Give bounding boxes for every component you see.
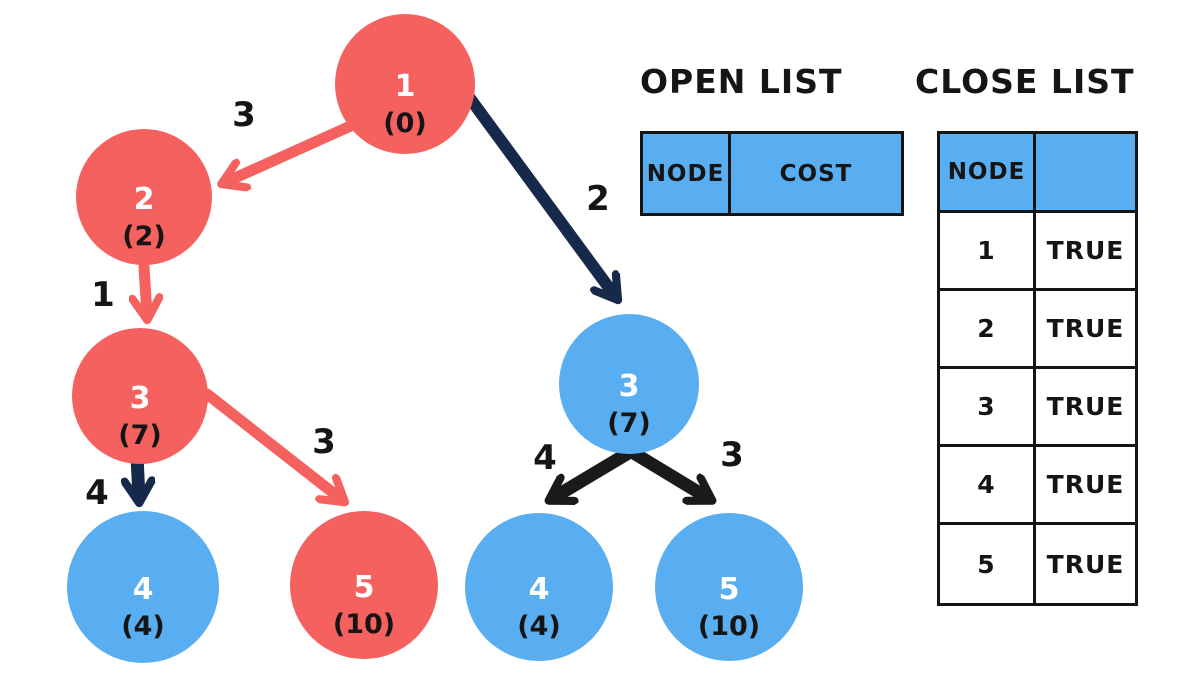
close-list-header-empty — [1036, 134, 1135, 213]
edge-3-5-weight: 3 — [312, 422, 336, 462]
node-3-blue-label: 3 — [619, 369, 640, 404]
node-3-blue-circle — [559, 314, 699, 454]
node-4-label: 4 — [133, 572, 154, 607]
close-list-cell-r3c2: TRUE — [1036, 369, 1135, 447]
edge-1-2 — [226, 118, 361, 182]
node-4-cost: (4) — [121, 611, 164, 642]
node-2-cost: (2) — [122, 221, 165, 252]
node-2-circle — [76, 129, 212, 265]
node-5-label: 5 — [354, 570, 375, 605]
node-4-blue: 4(4) — [465, 513, 613, 661]
close-list-cell-r5c1: 5 — [940, 525, 1036, 603]
node-5-circle — [290, 511, 438, 659]
close-list-cell-r3c1: 3 — [940, 369, 1036, 447]
node-2: 2(2) — [76, 129, 212, 265]
close-list-cell-r4c1: 4 — [940, 447, 1036, 525]
node-1-circle — [335, 14, 475, 154]
close-list-cell-r1c1: 1 — [940, 213, 1036, 291]
node-5-cost: (10) — [333, 609, 395, 640]
edge-3blue-4blue — [553, 445, 637, 498]
edge-3blue-5blue-weight: 3 — [720, 435, 744, 475]
node-5-blue-cost: (10) — [698, 611, 760, 642]
edge-3blue-4blue-weight: 4 — [533, 438, 557, 478]
node-4: 4(4) — [67, 511, 219, 663]
node-3-blue: 3(7) — [559, 314, 699, 454]
node-1-cost: (0) — [383, 108, 426, 139]
node-5-blue-label: 5 — [719, 572, 740, 607]
open-list-header-cost: COST — [731, 134, 901, 213]
close-list-header-node: NODE — [940, 134, 1036, 213]
node-3-blue-cost: (7) — [607, 408, 650, 439]
edge-1-2-weight: 3 — [232, 95, 256, 135]
close-list-title: CLOSE LIST — [915, 62, 1135, 101]
edge-1-3blue — [463, 91, 615, 296]
node-1: 1(0) — [335, 14, 475, 154]
open-list-title: OPEN LIST — [640, 62, 843, 101]
node-5: 5 (10) — [290, 511, 438, 659]
close-list-cell-r4c2: TRUE — [1036, 447, 1135, 525]
node-1-label: 1 — [395, 69, 416, 104]
node-5-blue: 5 (10) — [655, 513, 803, 661]
close-list-cell-r2c1: 2 — [940, 291, 1036, 369]
close-list-cell-r2c2: TRUE — [1036, 291, 1135, 369]
node-3: 3(7) — [72, 328, 208, 464]
node-3-circle — [72, 328, 208, 464]
edge-2-3-weight: 1 — [91, 275, 115, 315]
node-4-blue-circle — [465, 513, 613, 661]
edge-1-3blue-weight: 2 — [586, 179, 610, 219]
node-4-blue-label: 4 — [529, 572, 550, 607]
close-list-cell-r5c2: TRUE — [1036, 525, 1135, 603]
node-4-blue-cost: (4) — [517, 611, 560, 642]
node-5-blue-circle — [655, 513, 803, 661]
edge-3blue-5blue — [625, 445, 708, 498]
node-4-circle — [67, 511, 219, 663]
edge-3-5 — [201, 388, 341, 499]
node-3-cost: (7) — [118, 420, 161, 451]
node-3-label: 3 — [130, 381, 151, 416]
close-list-cell-r1c2: TRUE — [1036, 213, 1135, 291]
node-2-label: 2 — [134, 182, 155, 217]
edge-2-3 — [144, 261, 147, 315]
open-list-header-node: NODE — [643, 134, 731, 213]
edge-3-4-weight: 4 — [85, 473, 109, 513]
